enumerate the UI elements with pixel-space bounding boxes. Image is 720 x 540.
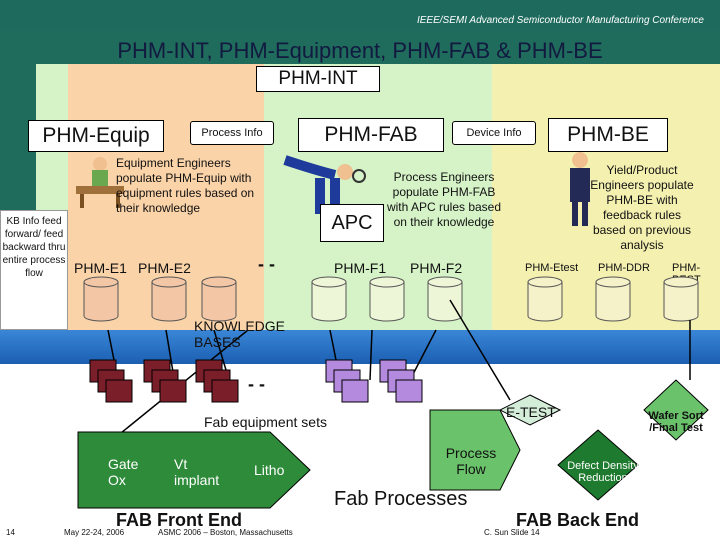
arrow-fab2 [369,329,373,381]
process-flow-arrow [429,409,521,491]
dashes-lower: - - [248,374,265,394]
fab-processes-label: Fab Processes [334,488,468,510]
phm-f2-label: PHM-F2 [410,260,463,276]
header-bar [0,0,720,30]
cylinder-e1 [83,282,119,322]
process-flow-label: Process Flow [445,445,497,477]
cylinder-f1 [311,282,347,322]
gate-ox-label: Gate Ox [108,456,139,488]
footer-venue: ASMC 2006 – Boston, Massachusetts [158,528,293,537]
phm-etest-label: PHM-Etest [525,262,579,274]
defect-density-label: Defect Density Reduction [567,460,639,484]
stack-vt-3 [159,379,187,403]
stack-fab1-3 [341,379,369,403]
front-end-arrow [77,431,311,509]
yield-engineer-icon [570,152,590,226]
phm-e1-label: PHM-E1 [74,260,127,276]
cylinder-f2 [369,282,405,322]
cylinder-e3 [201,282,237,322]
wafer-sort-diamond [643,379,709,441]
apc-box: APC [320,204,384,242]
vt-implant-label: Vt implant [174,456,220,488]
phm-f1-label: PHM-F1 [334,260,387,276]
cylinder-best [663,282,699,322]
fab-description: Process Engineers populate PHM-FAB with … [386,170,502,229]
cylinder-f3 [427,282,463,322]
fab-back-end-label: FAB Back End [516,510,640,530]
stack-litho-3 [211,379,239,403]
litho-label: Litho [254,462,285,478]
cylinder-e2 [151,282,187,322]
etest-diamond [498,394,562,426]
e-test-label: E-TEST [506,404,556,420]
wafer-sort-label: Wafer Sort /Final Test [648,410,704,434]
phm-equip-box: PHM-Equip [28,120,164,152]
phm-fab-box: PHM-FAB [298,118,444,152]
stack-fab2-3 [395,379,423,403]
process-info-tag: Process Info [190,121,274,145]
conference-label: IEEE/SEMI Advanced Semiconductor Manufac… [416,15,704,26]
slide-title: PHM-INT, PHM-Equipment, PHM-FAB & PHM-BE [117,38,603,63]
kb-info-text: KB Info feed forward/ feed backward thru… [2,216,66,279]
footer-author: C. Sun Slide 14 [484,528,540,537]
equip-description: Equipment Engineers populate PHM-Equip w… [116,156,255,215]
arrow-etest [449,299,511,401]
dashes-upper: - - [258,254,275,274]
inspector-icon [283,155,366,214]
fab-equipment-sets-label: Fab equipment sets [204,414,327,430]
cylinder-ddr [595,282,631,322]
knowledge-bar [0,330,720,364]
knowledge-bases-label: KNOWLEDGE BASES [194,318,286,350]
phm-e2-label: PHM-E2 [138,260,191,276]
footer-date: May 22-24, 2006 [64,528,125,537]
stack-gate-3 [105,379,133,403]
device-info-tag: Device Info [452,121,536,145]
fab-front-end-label: FAB Front End [116,510,242,530]
engineer-desk-icon [76,157,124,208]
be-description: Yield/Product Engineers populate PHM-BE … [590,163,694,252]
phm-be-box: PHM-BE [548,118,668,152]
kb-info-box: KB Info feed forward/ feed backward thru… [0,210,68,330]
cylinder-etest [527,282,563,322]
defect-diamond [557,429,639,501]
phm-ddr-label: PHM-DDR [598,262,650,274]
phm-int-box: PHM-INT [256,66,380,92]
page-number: 14 [6,528,15,537]
